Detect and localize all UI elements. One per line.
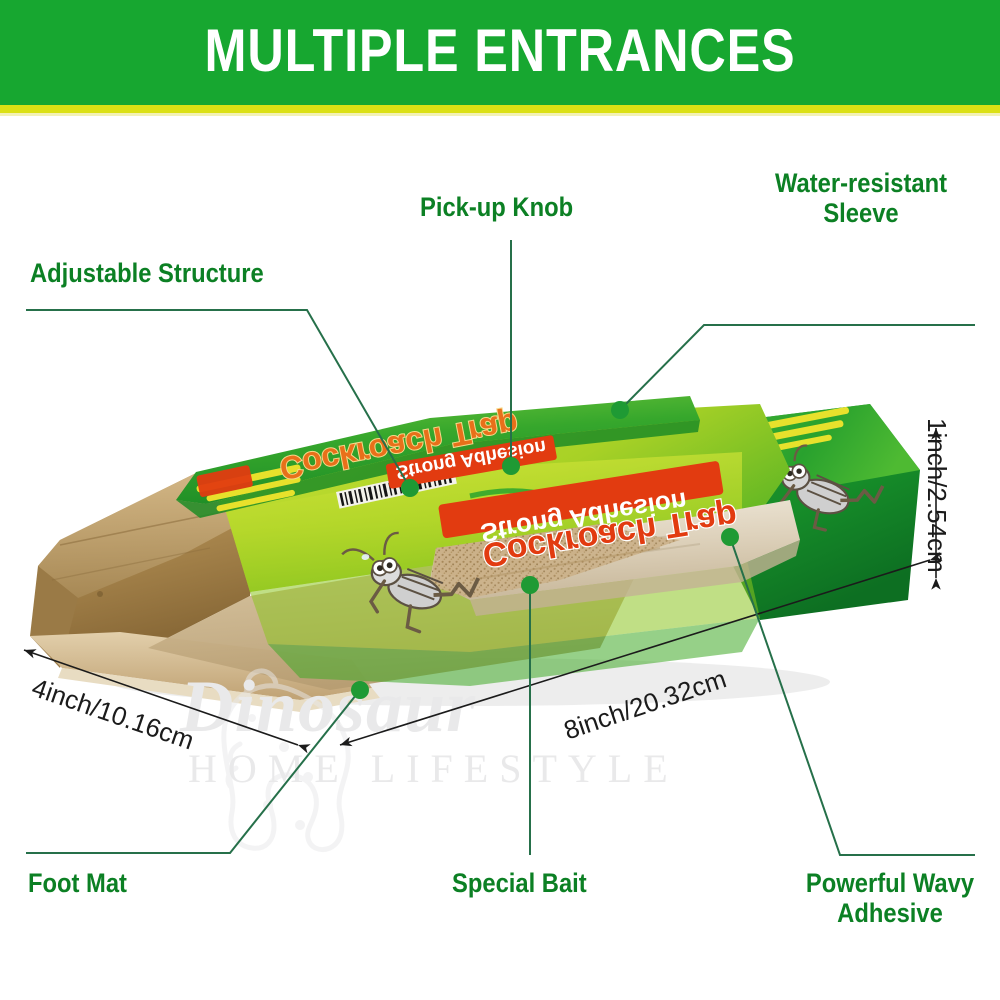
callout-dot-special-bait — [521, 576, 539, 594]
header-stripe-secondary — [0, 113, 1000, 116]
callout-label-pick-up-knob: Pick-up Knob — [420, 192, 574, 222]
callout-label-foot-mat: Foot Mat — [28, 868, 127, 898]
header-stripe — [0, 105, 1000, 113]
leader-line-water-resistant-sleeve — [619, 324, 975, 411]
leader-line-foot-mat — [26, 689, 361, 854]
callout-label-adjustable-structure: Adjustable Structure — [30, 258, 264, 288]
callout-dot-water-resistant-sleeve — [611, 401, 629, 419]
leader-line-powerful-wavy-adhesive — [729, 536, 975, 856]
leader-line-adjustable-structure — [26, 309, 411, 489]
callout-label-water-resistant-sleeve: Water-resistant Sleeve — [774, 168, 948, 228]
dimension-line-width — [23, 649, 311, 754]
header-banner: MULTIPLE ENTRANCES — [0, 0, 1000, 105]
callout-dot-adjustable-structure — [401, 479, 419, 497]
callout-dot-foot-mat — [351, 681, 369, 699]
callout-dot-powerful-wavy-adhesive — [721, 528, 739, 546]
callout-label-powerful-wavy-adhesive: Powerful Wavy Adhesive — [805, 868, 975, 928]
callout-label-special-bait: Special Bait — [452, 868, 587, 898]
dimension-line-length — [339, 551, 943, 747]
page-title: MULTIPLE ENTRANCES — [204, 17, 796, 84]
callout-dot-pick-up-knob — [502, 457, 520, 475]
